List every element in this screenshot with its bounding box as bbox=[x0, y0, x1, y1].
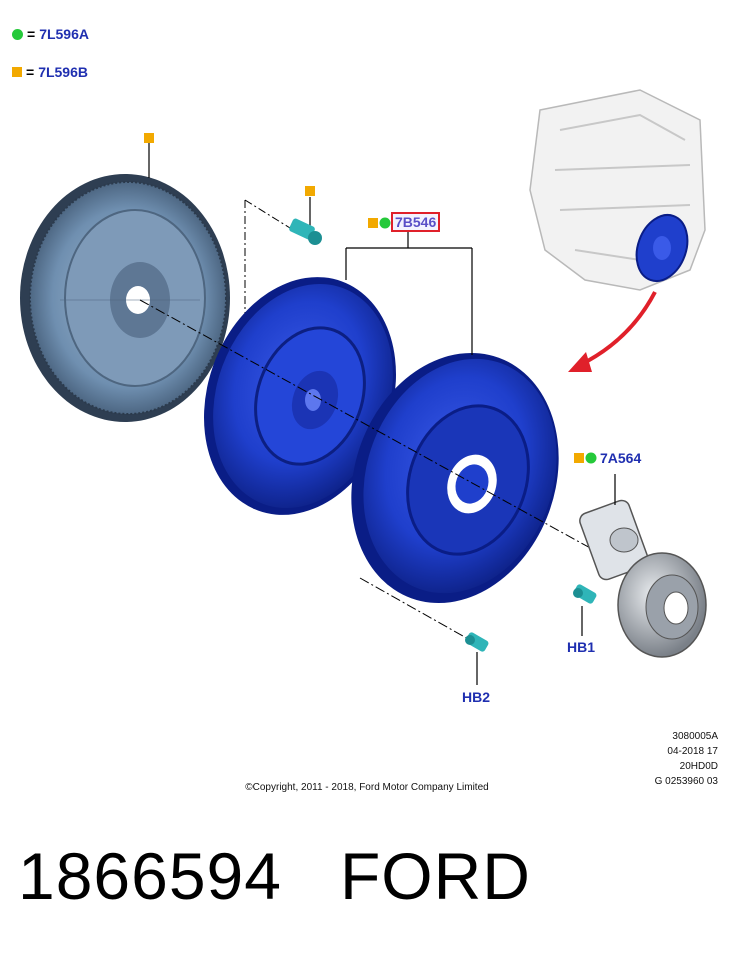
meta-line-2: 04-2018 17 bbox=[667, 746, 718, 757]
callout-7b546-label[interactable]: 7B546 bbox=[391, 212, 441, 232]
legend-code-7L596A: 7L596A bbox=[39, 26, 89, 42]
callout-7a564[interactable]: 7A564 bbox=[600, 450, 642, 466]
part-caption: 1866594 FORD bbox=[18, 838, 531, 914]
flywheel-bolt bbox=[289, 218, 322, 245]
brand-name: FORD bbox=[339, 839, 531, 913]
part-number: 1866594 bbox=[18, 839, 282, 913]
legend-row-green: = 7L596A bbox=[12, 26, 89, 42]
legend-row-orange: = 7L596B bbox=[12, 64, 88, 80]
callout-hb2[interactable]: HB2 bbox=[462, 689, 491, 705]
legend-equals: = bbox=[26, 64, 35, 80]
flywheel bbox=[20, 174, 230, 422]
copyright-notice: ©Copyright, 2011 - 2018, Ford Motor Comp… bbox=[245, 782, 489, 793]
flywheel-bolt-callout bbox=[244, 186, 315, 325]
red-arrow-icon bbox=[568, 291, 657, 372]
clutch-disc bbox=[204, 277, 396, 515]
legend-equals: = bbox=[27, 26, 36, 42]
7a564-markers bbox=[574, 452, 597, 464]
assembly-centerlines bbox=[139, 299, 613, 641]
green-circle-icon bbox=[12, 28, 23, 40]
engine-thumbnail bbox=[529, 89, 706, 291]
release-bearing bbox=[579, 474, 707, 658]
orange-square-icon bbox=[12, 67, 22, 77]
drawing-meta: 3080005A 04-2018 17 20HD0D G 0253960 03 bbox=[655, 729, 718, 789]
legend-code-7L596B: 7L596B bbox=[38, 64, 88, 80]
7b546-markers bbox=[368, 217, 391, 229]
flywheel-marker bbox=[144, 133, 154, 178]
callout-hb1[interactable]: HB1 bbox=[567, 639, 596, 655]
bolt-hb1 bbox=[573, 584, 597, 636]
meta-line-3: 20HD0D bbox=[679, 761, 718, 772]
7b546-bracket bbox=[345, 232, 473, 355]
callout-7b546[interactable]: 7B546 bbox=[391, 212, 441, 232]
meta-line-4: G 0253960 03 bbox=[654, 776, 718, 787]
bolt-hb2 bbox=[465, 632, 489, 685]
meta-line-1: 3080005A bbox=[672, 731, 718, 742]
